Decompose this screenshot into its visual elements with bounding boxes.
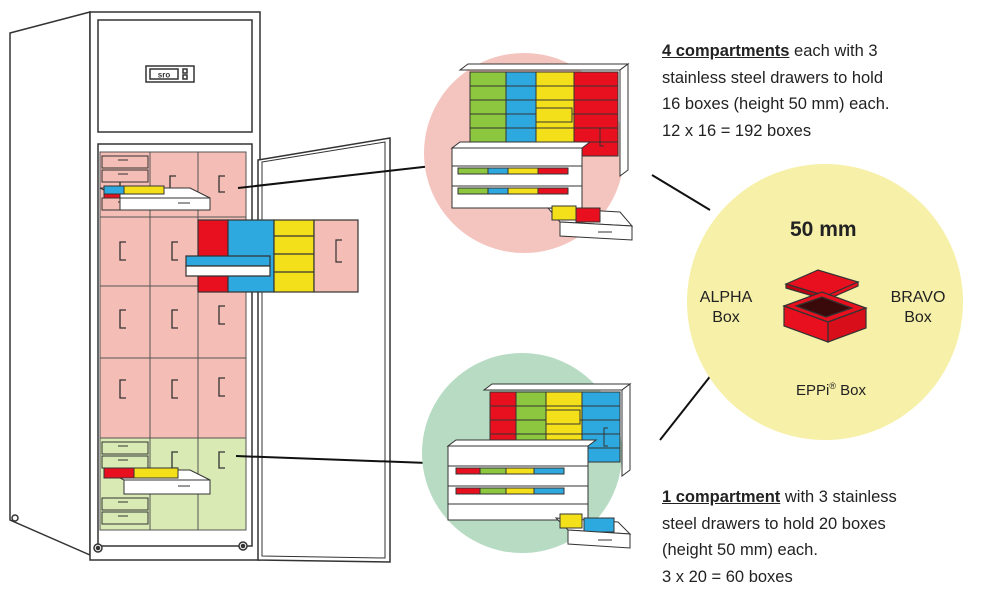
upper-line2: stainless steel drawers to hold	[662, 68, 884, 87]
upper-line3: 16 boxes (height 50 mm) each.	[662, 95, 890, 113]
bravo-line2: Box	[904, 309, 932, 326]
freezer-side-panel	[9, 11, 91, 557]
lower-pulled-drawer	[101, 441, 211, 525]
alpha-line2: Box	[712, 309, 740, 326]
alpha-line1: ALPHA	[699, 289, 753, 306]
svg-text:sro: sro	[158, 71, 171, 80]
upper-heading: 4 compartments	[662, 42, 790, 60]
bravo-box-label: BRAVO Box	[886, 288, 950, 328]
freezer-display-icon: sro	[145, 65, 195, 83]
lower-heading: 1 compartment	[662, 488, 781, 506]
eppi-text: EPPi	[795, 382, 830, 399]
lower-rack-illustration	[446, 383, 632, 549]
red-storage-box-icon	[782, 269, 868, 343]
lower-line2: steel drawers to hold 20 boxes	[662, 514, 886, 533]
lower-line3: (height 50 mm) each.	[662, 541, 818, 559]
freezer-storage-diagram: sro	[9, 11, 963, 563]
eppi-registered: ®	[829, 381, 836, 391]
middle-pulled-rack	[185, 219, 359, 293]
freezer-door-edge	[261, 141, 386, 559]
lower-line1: with 3 stainless	[780, 488, 897, 506]
freezer-wheel	[11, 514, 19, 522]
eppi-box-label: EPPi® Box	[776, 376, 886, 401]
upper-line1: each with 3	[789, 42, 878, 60]
bravo-line1: BRAVO	[890, 289, 946, 306]
upper-rack-illustration	[450, 63, 634, 241]
upper-line4: 12 x 16 = 192 boxes	[662, 121, 812, 140]
freezer-door	[257, 137, 391, 563]
upper-pulled-drawer	[99, 185, 211, 211]
eppi-suffix: Box	[835, 382, 866, 399]
lower-description: 1 compartment with 3 stainless steel dra…	[662, 484, 984, 590]
upper-description: 4 compartments each with 3 stainless ste…	[662, 38, 982, 144]
connector-lines	[235, 165, 713, 464]
alpha-box-label: ALPHA Box	[696, 288, 756, 328]
box-height-label: 50 mm	[790, 218, 857, 241]
